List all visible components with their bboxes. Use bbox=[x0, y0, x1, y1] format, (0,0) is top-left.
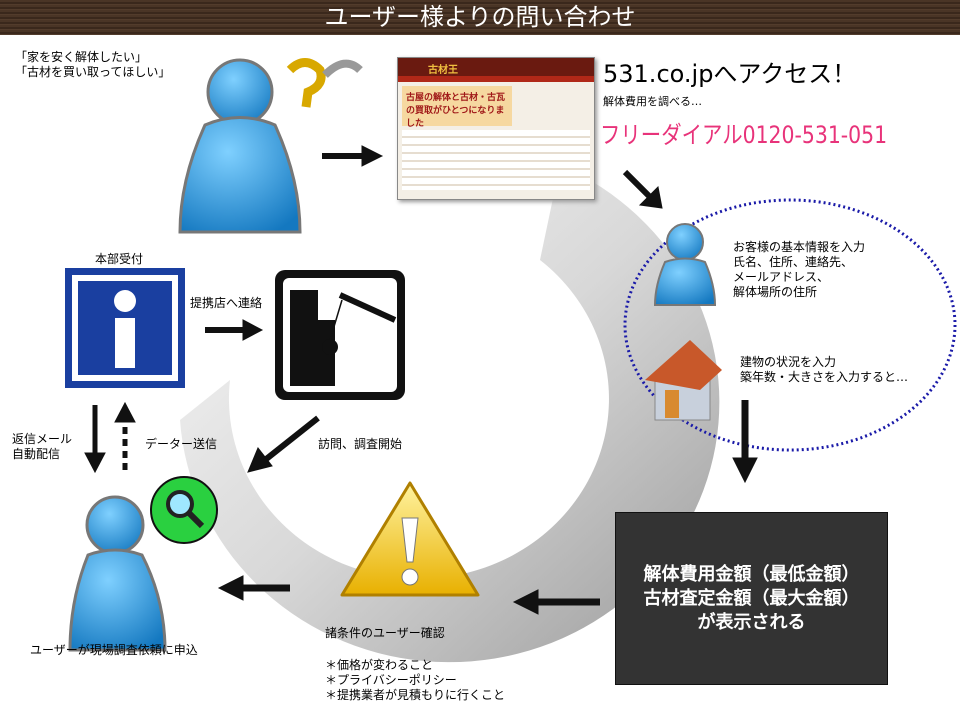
input-ellipse bbox=[623, 198, 957, 452]
applicant-person-icon bbox=[68, 495, 167, 652]
customer-person-icon bbox=[653, 223, 717, 306]
building-info-text: 建物の状況を入力 築年数・大きさを入力すると… bbox=[740, 355, 909, 384]
user-apply-text: ユーザーが現場調査依頼に申込 bbox=[30, 643, 198, 657]
hq-label: 本部受付 bbox=[95, 252, 144, 266]
warning-icon bbox=[340, 481, 480, 597]
website-banner: 古屋の解体と古材・古瓦の買取がひとつになりました bbox=[402, 86, 512, 129]
user-quote: 「家を安く解体したい」 「古材を買い取ってほしい」 bbox=[15, 50, 171, 79]
demolition-icon bbox=[275, 270, 405, 400]
user-person-icon bbox=[178, 58, 363, 234]
result-box: 解体費用金額（最低金額） 古材査定金額（最大金額） が表示される bbox=[615, 512, 888, 685]
contact-partner-label: 提携店へ連絡 bbox=[190, 296, 263, 310]
website-screenshot: 古材王 古屋の解体と古材・古瓦の買取がひとつになりました bbox=[397, 57, 595, 200]
confirm-title: 諸条件のユーザー確認 bbox=[325, 626, 445, 640]
house-icon bbox=[645, 340, 722, 421]
access-subtitle: 解体費用を調べる… bbox=[603, 95, 702, 108]
visit-label: 訪問、調査開始 bbox=[318, 437, 403, 451]
confirm-items: ＊価格が変わること ＊プライバシーポリシー ＊提携業者が見積もりに行くこと bbox=[325, 658, 506, 702]
magnifier-icon bbox=[150, 476, 218, 544]
reply-mail-label: 返信メール 自動配信 bbox=[12, 432, 73, 461]
info-sign-icon bbox=[65, 268, 185, 388]
customer-info-text: お客様の基本情報を入力 氏名、住所、連絡先、 メールアドレス、 解体場所の住所 bbox=[733, 240, 866, 299]
phone-number: フリーダイアル0120-531-051 bbox=[600, 121, 888, 149]
access-title: 531.co.jpへアクセス！ bbox=[603, 60, 857, 88]
website-logo: 古材王 bbox=[398, 58, 594, 76]
data-send-label: データー送信 bbox=[145, 437, 218, 451]
page-title: ユーザー様よりの問い合わせ bbox=[0, 0, 960, 35]
